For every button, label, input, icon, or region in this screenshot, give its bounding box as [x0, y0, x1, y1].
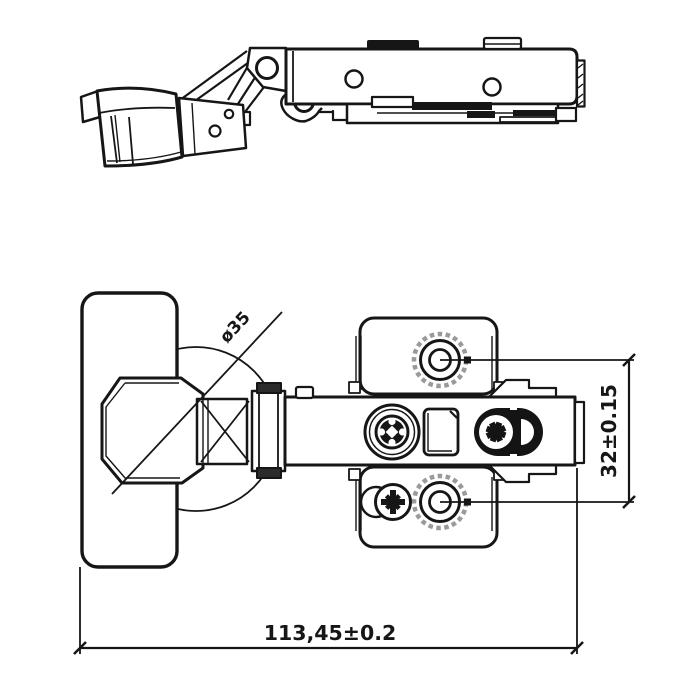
hole-spacing-dimension-label: 32±0.15: [597, 384, 621, 478]
dimension-overall-length: 113,45±0.2: [73, 468, 584, 655]
cam-adjuster-boss: [363, 403, 421, 461]
arm-slot-screw: [474, 406, 543, 458]
hinge-boot-side: [177, 96, 248, 158]
screw-cross-recess: [485, 421, 507, 443]
arm-hole: [344, 69, 364, 89]
overall-length-dimension-label: 113,45±0.2: [264, 621, 397, 645]
hinge-arm-side: [284, 36, 586, 108]
hinge-cup-plan: [100, 376, 205, 485]
cup-diameter-dimension-label: ø35: [216, 308, 255, 347]
arm-hole: [482, 77, 502, 97]
euro-screw: [359, 483, 412, 521]
hinge-cup-side: [79, 86, 184, 168]
side-elevation-view: [79, 36, 586, 168]
cup-arm-section: [195, 397, 250, 466]
arm-square-hole: [422, 407, 460, 457]
arm-end-cap: [575, 59, 586, 108]
plan-view: 32±0.15 113,45±0.2 ø35: [73, 291, 636, 655]
mounting-plate-side: [318, 95, 578, 125]
arm-top-tab-dark: [367, 40, 419, 50]
dimension-hole-spacing: 32±0.15: [440, 353, 636, 509]
hinge-knuckle-plan: [250, 382, 287, 479]
